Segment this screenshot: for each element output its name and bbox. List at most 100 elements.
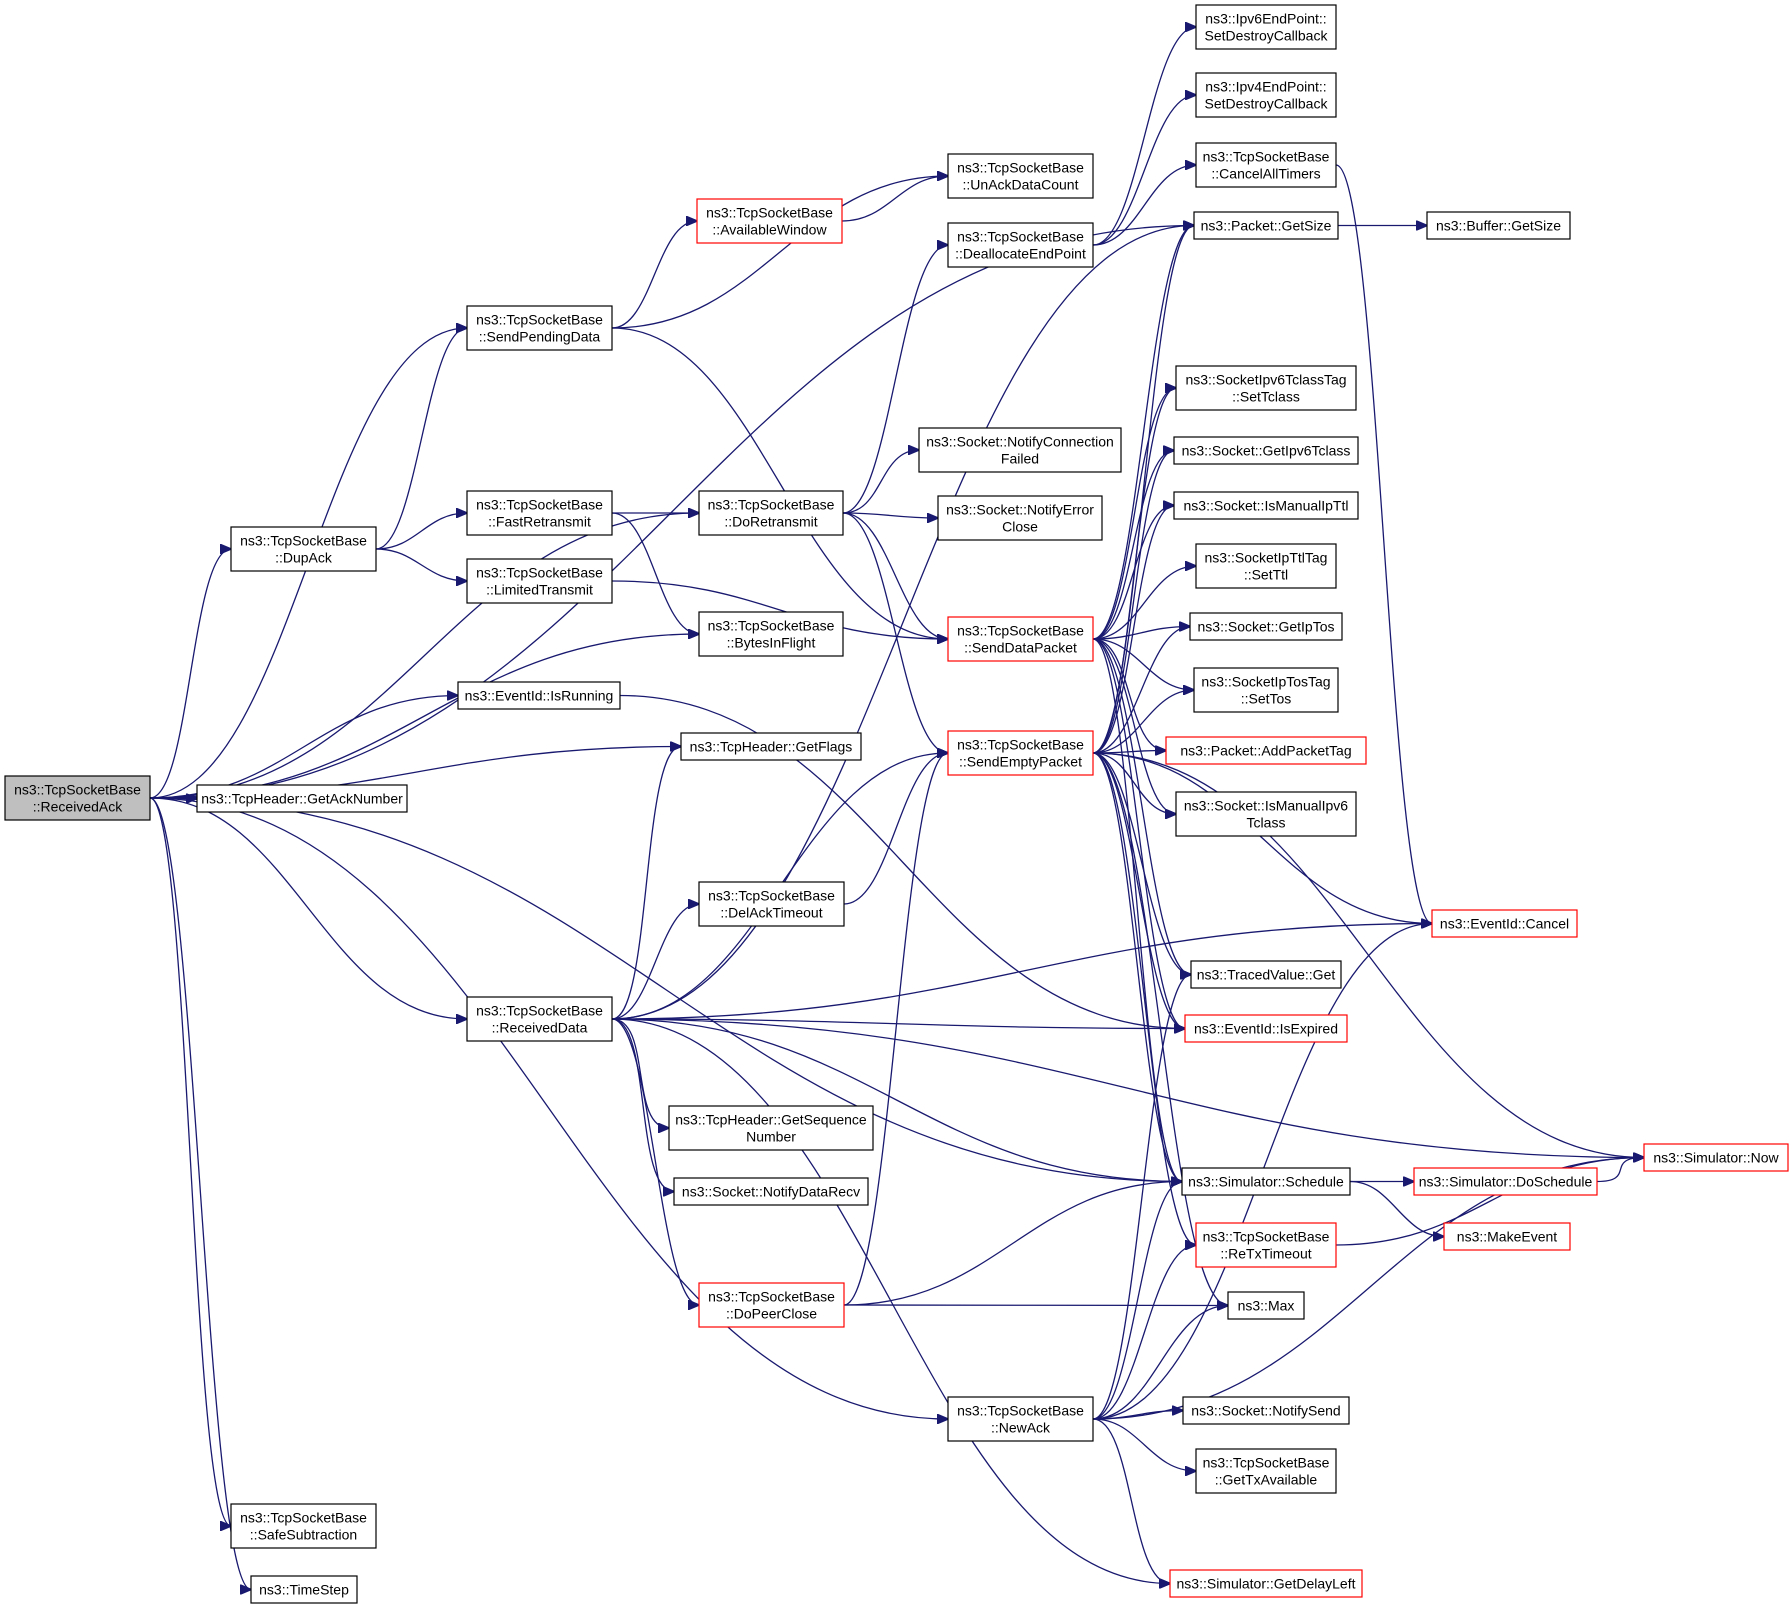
node-isExpired[interactable]: ns3::EventId::IsExpired (1184, 1014, 1348, 1043)
node-delAckTimeout[interactable]: ns3::TcpSocketBase::DelAckTimeout (698, 881, 845, 927)
node-box (668, 1105, 874, 1151)
node-setTclass[interactable]: ns3::SocketIpv6TclassTag::SetTclass (1175, 365, 1357, 411)
call-edge-doPeerClose-to-sendEmptyPacket (843, 753, 948, 1306)
node-box (1175, 365, 1357, 411)
node-unAckDataCount[interactable]: ns3::TcpSocketBase::UnAckDataCount (947, 153, 1094, 199)
node-label: ns3::TcpHeader::GetFlags (690, 739, 853, 755)
call-edge-dupAck-to-sendPendingData (375, 328, 467, 550)
node-setTos[interactable]: ns3::SocketIpTosTag::SetTos (1193, 667, 1339, 713)
call-edge-sendDataPacket-to-isExpired (1092, 638, 1185, 1029)
node-getIpv6Tclass[interactable]: ns3::Socket::GetIpv6Tclass (1173, 436, 1359, 465)
node-availableWindow[interactable]: ns3::TcpSocketBase::AvailableWindow (696, 198, 843, 244)
node-eventCancel[interactable]: ns3::EventId::Cancel (1431, 909, 1578, 938)
call-edge-sendEmptyPacket-to-reTxTimeout (1092, 752, 1196, 1245)
node-limitedTransmit[interactable]: ns3::TcpSocketBase::LimitedTransmit (466, 558, 613, 604)
node-label: SetDestroyCallback (1205, 96, 1329, 112)
node-notifySend[interactable]: ns3::Socket::NotifySend (1182, 1396, 1350, 1425)
node-bytesInFlight[interactable]: ns3::TcpSocketBase::BytesInFlight (698, 611, 844, 657)
call-edge-receivedData-to-eventCancel (611, 924, 1432, 1020)
node-packetGetSize[interactable]: ns3::Packet::GetSize (1193, 211, 1339, 240)
node-getTxAvailable[interactable]: ns3::TcpSocketBase::GetTxAvailable (1195, 1448, 1337, 1494)
node-sendDataPacket[interactable]: ns3::TcpSocketBase::SendDataPacket (947, 616, 1094, 662)
node-timeStep[interactable]: ns3::TimeStep (250, 1575, 358, 1604)
call-edge-sendEmptyPacket-to-isManualIpTtl (1092, 506, 1174, 754)
node-receivedData[interactable]: ns3::TcpSocketBase::ReceivedData (466, 996, 613, 1042)
node-box (696, 198, 843, 244)
call-edge-receivedData-to-delAckTimeout (611, 904, 699, 1020)
node-ipv6SetDestroy[interactable]: ns3::Ipv6EndPoint::SetDestroyCallback (1195, 4, 1337, 50)
call-edge-doRetransmit-to-deallocateEndPoint (842, 245, 948, 514)
node-receivedAck[interactable]: ns3::TcpSocketBase::ReceivedAck (4, 775, 151, 821)
node-doPeerClose[interactable]: ns3::TcpSocketBase::DoPeerClose (698, 1282, 845, 1328)
call-edge-receivedData-to-notifyDataRecv (611, 1018, 674, 1192)
node-label: ns3::TcpSocketBase (957, 737, 1084, 753)
node-label: ::NewAck (991, 1420, 1051, 1436)
node-tracedGet[interactable]: ns3::TracedValue::Get (1190, 960, 1342, 989)
node-dupAck[interactable]: ns3::TcpSocketBase::DupAck (230, 526, 377, 572)
node-bufferGetSize[interactable]: ns3::Buffer::GetSize (1426, 211, 1571, 240)
node-box (937, 495, 1103, 541)
node-sendEmptyPacket[interactable]: ns3::TcpSocketBase::SendEmptyPacket (947, 730, 1094, 776)
node-makeEvent[interactable]: ns3::MakeEvent (1443, 1222, 1571, 1251)
node-safeSubtraction[interactable]: ns3::TcpSocketBase::SafeSubtraction (230, 1503, 377, 1549)
node-box (1443, 1222, 1571, 1251)
node-isRunning[interactable]: ns3::EventId::IsRunning (457, 681, 621, 710)
node-box (457, 681, 621, 710)
node-label: ns3::TcpSocketBase (708, 497, 835, 513)
node-notifyDataRecv[interactable]: ns3::Socket::NotifyDataRecv (673, 1177, 869, 1206)
node-label: ns3::TcpSocketBase (1203, 1455, 1330, 1471)
node-sendPendingData[interactable]: ns3::TcpSocketBase::SendPendingData (466, 305, 613, 351)
call-edge-cancelAllTimers-to-eventCancel (1335, 164, 1432, 924)
node-newAck[interactable]: ns3::TcpSocketBase::NewAck (947, 1396, 1094, 1442)
call-edge-sendEmptyPacket-to-schedule (1092, 752, 1182, 1182)
node-label: ns3::TcpSocketBase (476, 1003, 603, 1019)
call-edge-sendEmptyPacket-to-tracedGet (1092, 752, 1191, 975)
node-getFlags[interactable]: ns3::TcpHeader::GetFlags (680, 732, 862, 761)
node-ipv4SetDestroy[interactable]: ns3::Ipv4EndPoint::SetDestroyCallback (1195, 72, 1337, 118)
call-edge-sendDataPacket-to-isManualIpv6Tclass (1092, 638, 1176, 814)
node-deallocateEndPoint[interactable]: ns3::TcpSocketBase::DeallocateEndPoint (947, 222, 1094, 268)
call-edge-deallocateEndPoint-to-ipv4SetDestroy (1092, 95, 1196, 246)
node-box (947, 153, 1094, 199)
node-label: ns3::Max (1238, 1298, 1295, 1314)
node-label: ns3::SocketIpTosTag (1201, 674, 1330, 690)
node-label: ns3::Socket::NotifySend (1191, 1403, 1340, 1419)
call-edge-doRetransmit-to-sendEmptyPacket (842, 512, 948, 753)
node-max[interactable]: ns3::Max (1227, 1291, 1305, 1320)
call-edge-sendDataPacket-to-getIpv6Tclass (1092, 451, 1174, 640)
node-reTxTimeout[interactable]: ns3::TcpSocketBase::ReTxTimeout (1195, 1222, 1337, 1268)
node-fastRetransmit[interactable]: ns3::TcpSocketBase::FastRetransmit (466, 490, 613, 536)
node-getIpTos[interactable]: ns3::Socket::GetIpTos (1189, 612, 1343, 641)
node-setTtl[interactable]: ns3::SocketIpTtlTag::SetTtl (1195, 543, 1337, 589)
node-addPacketTag[interactable]: ns3::Packet::AddPacketTag (1165, 736, 1367, 765)
node-box (1193, 667, 1339, 713)
node-getDelayLeft[interactable]: ns3::Simulator::GetDelayLeft (1169, 1569, 1363, 1598)
node-label: ns3::TcpSocketBase (708, 888, 835, 904)
node-label: ::SafeSubtraction (250, 1527, 357, 1543)
node-label: ::LimitedTransmit (486, 582, 593, 598)
node-label: ::SendDataPacket (964, 640, 1077, 656)
node-cancelAllTimers[interactable]: ns3::TcpSocketBase::CancelAllTimers (1195, 142, 1337, 188)
node-box (1175, 791, 1357, 837)
node-label: ns3::Simulator::Schedule (1188, 1174, 1344, 1190)
node-box (1193, 211, 1339, 240)
call-edge-deallocateEndPoint-to-cancelAllTimers (1092, 165, 1196, 246)
node-box (1195, 72, 1337, 118)
node-label: ::DeallocateEndPoint (955, 246, 1086, 262)
call-edge-dupAck-to-fastRetransmit (375, 513, 467, 550)
node-doRetransmit[interactable]: ns3::TcpSocketBase::DoRetransmit (698, 490, 844, 536)
node-label: ns3::Socket::NotifyConnection (926, 434, 1114, 450)
node-getAckNumber[interactable]: ns3::TcpHeader::GetAckNumber (196, 784, 408, 813)
node-box (1184, 1014, 1348, 1043)
node-schedule[interactable]: ns3::Simulator::Schedule (1181, 1167, 1351, 1196)
node-box (1182, 1396, 1350, 1425)
node-simNow[interactable]: ns3::Simulator::Now (1643, 1143, 1789, 1172)
node-label: ::SetTos (1241, 691, 1292, 707)
node-doSchedule[interactable]: ns3::Simulator::DoSchedule (1413, 1167, 1598, 1196)
node-isManualIpTtl[interactable]: ns3::Socket::IsManualIpTtl (1173, 491, 1359, 520)
node-label: ::ReceivedAck (33, 799, 123, 815)
